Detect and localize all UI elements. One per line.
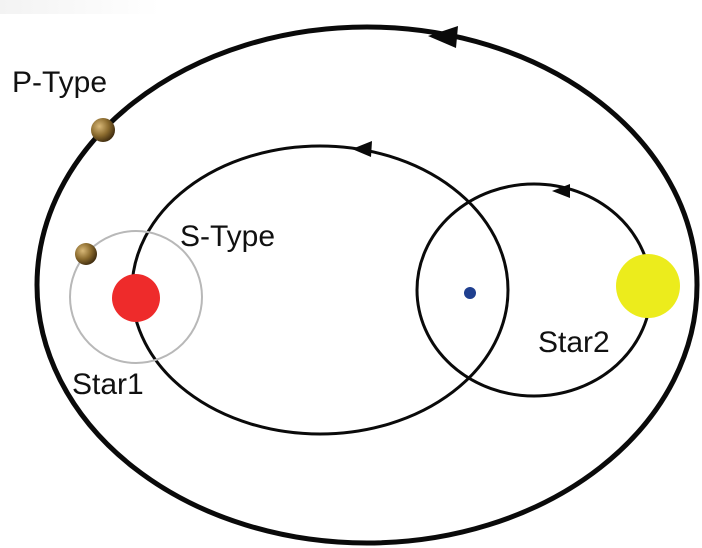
star1-orbit	[130, 144, 510, 436]
p-type-orbit	[34, 24, 700, 546]
star1-orbit-arrow	[352, 141, 372, 157]
s-type-label: S-Type	[180, 220, 275, 253]
p-type-label: P-Type	[12, 66, 107, 99]
background-smudge	[0, 0, 160, 14]
star2-orbit-arrow	[552, 184, 570, 198]
star2-label: Star2	[538, 326, 610, 359]
star2-orbit	[415, 182, 653, 398]
s-type-planet-icon	[75, 243, 97, 265]
p-type-planet-icon	[91, 118, 115, 142]
star1-icon	[112, 274, 160, 322]
p-type-orbit-arrow	[428, 26, 458, 48]
barycenter-dot	[464, 287, 476, 299]
star2-icon	[616, 254, 680, 318]
s-type-planet-orbit	[69, 230, 203, 364]
star1-label: Star1	[72, 368, 144, 401]
